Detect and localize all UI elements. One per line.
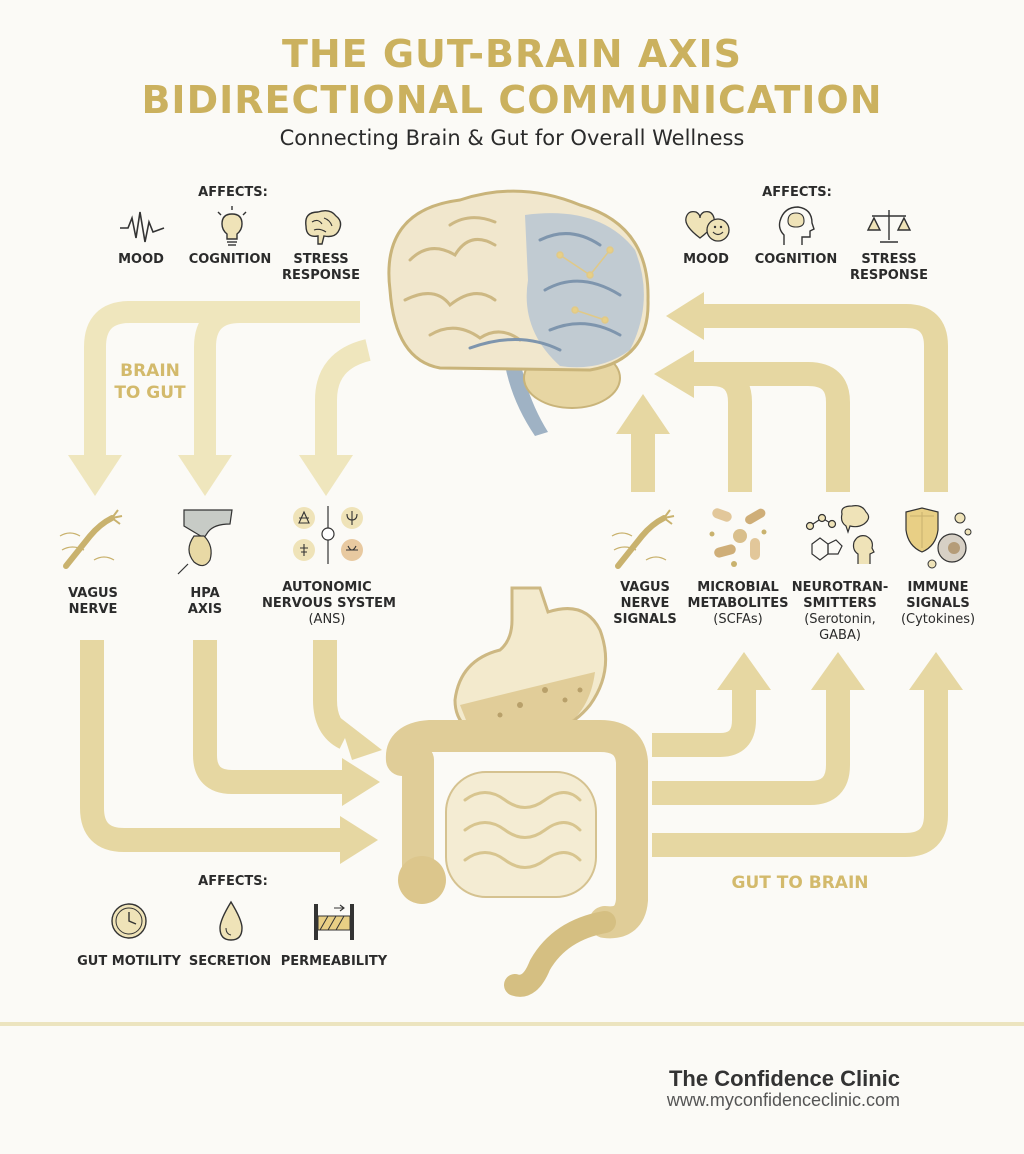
brain-affects-mood-label: MOOD [118,252,164,267]
clinic-url[interactable]: www.myconfidenceclinic.com [666,1090,900,1110]
arrowheads-into-brain [616,292,704,434]
arrow-neuro-to-brain [690,362,850,492]
vagus-nerve-icon [59,509,123,569]
brain-icon [305,209,342,245]
arrow-brain-to-ans [315,339,372,455]
lightbulb-icon [217,206,247,246]
arrow-vagus-to-gut [80,640,342,852]
footer-divider [0,1022,1024,1026]
gut-affects-permeability-label: PERMEABILITY [280,954,388,969]
clinic-name: The Confidence Clinic [668,1066,900,1091]
arrowheads-top-left [68,455,353,496]
brain-affects-stress-label: STRESS RESPONSE [282,252,360,283]
pathway-ans-label: AUTONOMIC NERVOUS SYSTEM (ANS) [262,580,396,627]
balance-scale-icon [866,210,912,243]
clock-icon [111,903,147,939]
arrow-gut-to-vagus-signals [652,688,756,757]
stomach-illustration [453,586,608,740]
microbes-icon [709,508,767,567]
arrow-brain-to-hpa [194,301,360,455]
arrow-gut-to-neurotransmitters [652,688,850,805]
arrowheads-up-lower-right [717,652,963,690]
pathway-vagus-signals-label: VAGUS NERVE SIGNALS [613,580,677,627]
brain-affects-cognition-label: COGNITION [188,252,272,267]
hearts-smile-icon [685,210,730,242]
pathway-vagus-nerve-label: VAGUS NERVE [68,586,118,617]
arrowheads-into-gut [338,716,382,864]
ans-symbols-icon [293,506,363,564]
molecule-icon [805,505,875,564]
pathway-microbial-metabolites-label: MICROBIAL METABOLITES (SCFAs) [687,580,789,627]
right-affects-mood-label: MOOD [683,252,729,267]
arrow-brain-to-vagus [84,301,360,455]
title-line-2: BIDIRECTIONAL COMMUNICATION [141,78,883,122]
right-affects-heading: AFFECTS: [762,185,832,200]
right-affects-cognition-label: COGNITION [754,252,838,267]
gut-to-brain-label: GUT TO BRAIN [731,873,869,893]
brain-to-gut-label: BRAIN TO GUT [114,361,186,403]
brain-illustration [387,189,650,436]
adrenal-gland-icon [177,509,233,575]
pathway-immune-signals-label: IMMUNE SIGNALS (Cytokines) [900,580,976,627]
shield-cell-icon [905,507,972,569]
right-affects-stress-label: STRESS RESPONSE [850,252,928,283]
subtitle: Connecting Brain & Gut for Overall Welln… [279,126,745,150]
arrow-ans-to-gut [313,640,352,749]
gut-affects-heading: AFFECTS: [198,874,268,889]
pathway-hpa-axis-label: HPA AXIS [187,586,223,617]
arrow-immune-to-brain [700,304,948,492]
intestines-illustration [385,720,648,997]
mood-wave-icon [120,211,165,243]
barrier-icon [314,904,354,940]
gut-affects-motility-label: GUT MOTILITY [77,954,181,969]
arrow-gut-to-immune [652,688,948,857]
pathway-neurotransmitters-label: NEUROTRAN- SMITTERS (Serotonin, GABA) [791,580,889,643]
vagus-nerve-signals-icon [611,509,675,569]
head-brain-icon [778,206,815,245]
title-line-1: THE GUT-BRAIN AXIS [281,32,743,76]
brain-affects-heading: AFFECTS: [198,185,268,200]
arrow-hpa-to-gut [193,640,345,794]
droplet-icon [219,900,243,941]
arrow-metabolites-to-brain [711,362,752,492]
gut-affects-secretion-label: SECRETION [188,954,272,969]
